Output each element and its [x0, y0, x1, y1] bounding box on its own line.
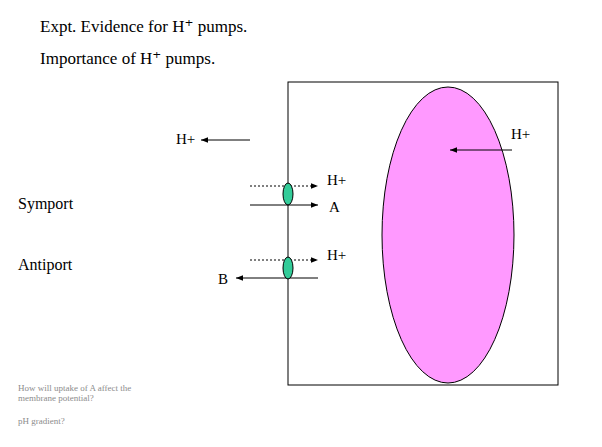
solute-label: A	[329, 199, 340, 216]
cell-outline	[288, 82, 558, 385]
slide-heading: Expt. Evidence for H⁺ pumps.	[40, 17, 247, 37]
symport-carrier	[283, 183, 293, 205]
antiport-solute-arrow	[236, 278, 318, 279]
question-note: pH gradient?	[18, 416, 65, 426]
vacuole-pump-arrow	[450, 150, 512, 151]
question-note: How will uptake of A affect the membrane…	[18, 383, 168, 404]
ion-label: H+	[327, 247, 346, 264]
vacuole	[382, 87, 514, 383]
transporter-label: Antiport	[18, 256, 72, 274]
symport-solute-arrow	[250, 205, 318, 206]
ion-label: H+	[176, 131, 195, 148]
transporter-label: Symport	[18, 195, 73, 213]
ion-label: H+	[327, 172, 346, 189]
slide-heading: Importance of H⁺ pumps.	[40, 49, 215, 69]
solute-label: B	[218, 271, 228, 288]
ion-label: H+	[511, 126, 530, 143]
proton-pump-arrow	[201, 140, 250, 141]
antiport-carrier	[283, 257, 293, 279]
